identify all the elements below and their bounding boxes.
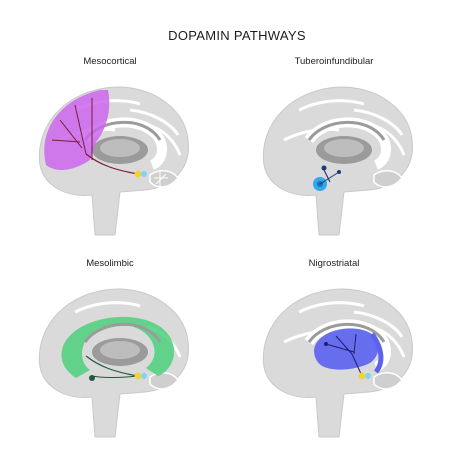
highlight-region (314, 328, 384, 377)
pathway (85, 355, 139, 381)
brain-diagram-mesocortical (38, 86, 189, 236)
highlight-region (61, 316, 175, 378)
ventral-tegmental-area (365, 373, 371, 379)
brain-diagram-tuberoinfundibular (262, 86, 413, 236)
highlight-region (313, 165, 341, 191)
panel-mesolimbic: Mesolimbic (20, 258, 200, 458)
panel-label: Nigrostriatal (308, 258, 360, 269)
panel-mesocortical: Mesocortical (20, 56, 200, 256)
panel-tuberoinfundibular: Tuberoinfundibular (244, 56, 424, 256)
panel-label: Mesolimbic (86, 258, 134, 269)
brain-diagram-mesolimbic (38, 288, 189, 438)
substantia-nigra (358, 372, 366, 380)
ventral-tegmental-area (134, 372, 142, 380)
panel-label: Mesocortical (83, 56, 137, 67)
highlight-region (44, 90, 139, 175)
panel-label: Tuberoinfundibular (294, 56, 374, 67)
brain-diagram-nigrostriatal (262, 288, 413, 438)
panel-nigrostriatal: Nigrostriatal (244, 258, 424, 458)
substantia-nigra (141, 171, 147, 177)
page-title: DOPAMIN PATHWAYS (168, 28, 306, 43)
ventral-tegmental-area (134, 170, 142, 178)
corpus-callosum (304, 117, 391, 170)
corpus-callosum (83, 322, 162, 366)
substantia-nigra (141, 373, 147, 379)
